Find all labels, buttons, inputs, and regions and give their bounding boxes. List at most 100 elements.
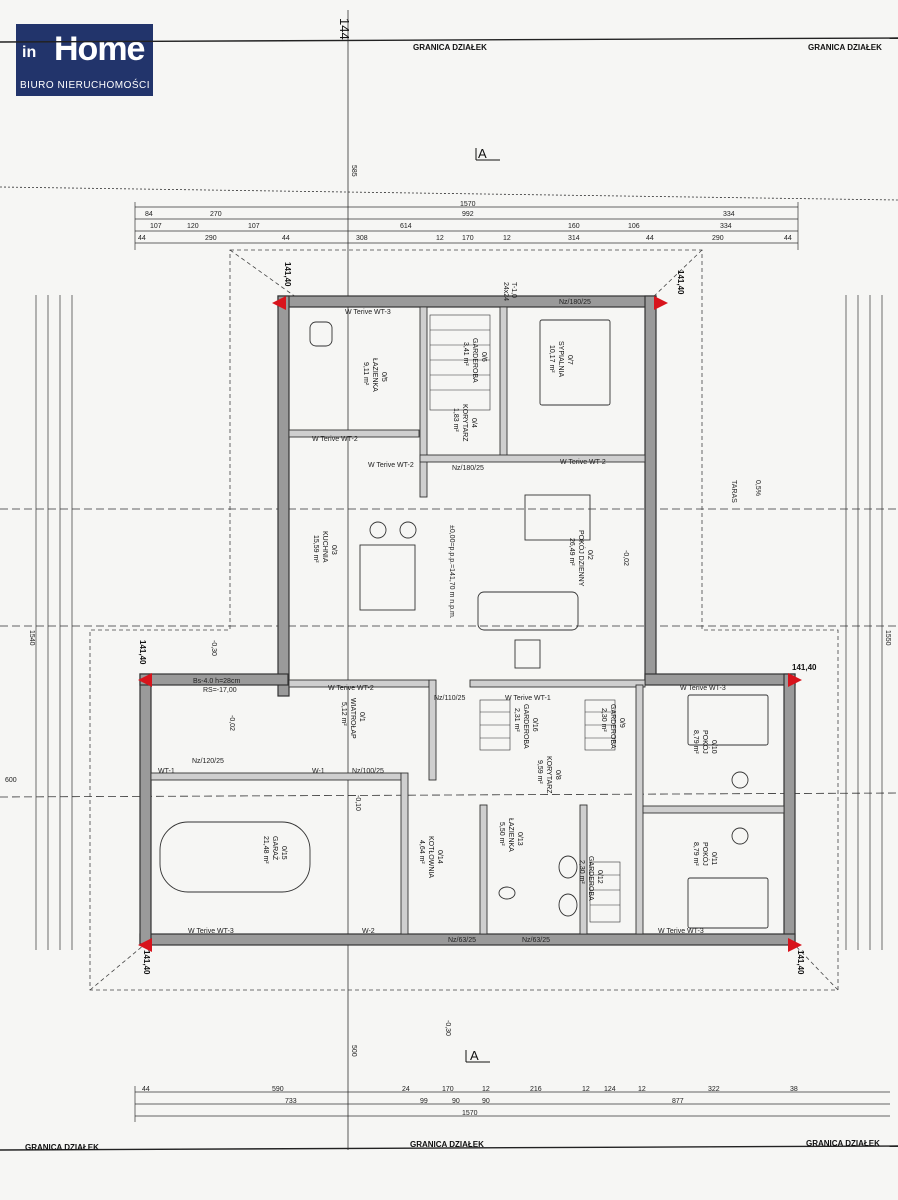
- dim: 90: [452, 1098, 460, 1105]
- level-entry: -0,10: [354, 795, 361, 811]
- logo-subtitle: BIURO NIERUCHOMOŚCI: [20, 80, 151, 91]
- room-0-7: 0/7 SYPIALNIA 10,17 m²: [548, 341, 573, 378]
- stair-label: RS=-17,00: [203, 687, 237, 694]
- room-id: 0/16: [531, 718, 538, 732]
- room-0-15: 0/15 GARAŻ 21,48 m²: [262, 836, 287, 864]
- wall-label: WT-1: [158, 768, 175, 775]
- room-name: POKÓJ: [701, 730, 710, 754]
- level-corner-tl: 141,40: [283, 262, 292, 287]
- level-corner-ml: 141,40: [138, 640, 147, 665]
- wall-label: W-2: [362, 928, 375, 935]
- dim: 170: [442, 1086, 454, 1093]
- logo-prefix: in: [22, 44, 37, 61]
- room-name: KOTŁOWNIA: [427, 836, 434, 878]
- dim: 12: [482, 1086, 490, 1093]
- dim: 44: [646, 235, 654, 242]
- dim: 44: [138, 235, 146, 242]
- room-area: 10,17 m²: [548, 345, 555, 373]
- dim: 322: [708, 1086, 720, 1093]
- room-id: 0/8: [554, 770, 561, 780]
- dimension-text-top-row2: 107 120 107 614 160 106 334: [150, 223, 732, 230]
- room-name: GARDEROBA: [522, 704, 529, 749]
- boundary-label-bl: GRANICA DZIAŁEK: [25, 1143, 99, 1152]
- dim: 216: [530, 1086, 542, 1093]
- dimension-text-top-row3: 44 290 44 308 12 170 12 314 44 290 44: [138, 235, 792, 242]
- dim: 270: [210, 211, 222, 218]
- window-label: Nz/63/25: [448, 937, 476, 944]
- terrace-label: TARAS: [730, 480, 737, 503]
- dim: 160: [568, 223, 580, 230]
- wall-label: W Terive WT-2: [328, 685, 374, 692]
- wall-label: W Terive WT-3: [658, 928, 704, 935]
- level-terrace: -0,02: [622, 550, 629, 566]
- company-logo: in Home BIURO NIERUCHOMOŚCI: [16, 24, 153, 96]
- room-id: 0/13: [516, 832, 523, 846]
- level-corner-bl: 141,40: [142, 950, 151, 975]
- room-name: GARDEROBA: [609, 704, 616, 749]
- dim: 334: [723, 211, 735, 218]
- dim: 24: [402, 1086, 410, 1093]
- dim: 334: [720, 223, 732, 230]
- dim-total: 1570: [462, 1110, 478, 1117]
- stair-label: T-1,0: [510, 282, 517, 298]
- stair-label: Bs-4.0 h=28cm: [193, 678, 240, 685]
- room-0-6: 0/6 GARDEROBA 3,41 m²: [462, 338, 487, 383]
- room-0-3: 0/3 KUCHNIA 15,59 m²: [312, 531, 337, 563]
- room-area: 3,41 m²: [462, 342, 469, 366]
- room-area: 2,31 m²: [513, 708, 520, 732]
- interior-walls: [150, 306, 785, 935]
- wall-label: W Terive WT-1: [505, 695, 551, 702]
- level-main: ±0,00=p.p.p.=141,70 m n.p.m.: [448, 525, 455, 619]
- dim: 733: [285, 1098, 297, 1105]
- room-name: GARDEROBA: [587, 856, 594, 901]
- dim: 12: [503, 235, 511, 242]
- dim-axis-bottom: 500: [350, 1045, 357, 1057]
- exterior-walls: [139, 295, 796, 946]
- dim: 44: [282, 235, 290, 242]
- room-name: POKÓJ: [701, 842, 710, 866]
- room-0-10: 0/10 POKÓJ 8,79 m²: [692, 730, 717, 754]
- boundary-label-tl: GRANICA DZIAŁEK: [413, 43, 487, 52]
- room-0-8: 0/8 KORYTARZ 9,59 m²: [536, 756, 561, 794]
- dim: 120: [187, 223, 199, 230]
- dim: 44: [784, 235, 792, 242]
- room-area: 21,48 m²: [262, 836, 269, 864]
- axis-lines: [0, 10, 898, 1150]
- dim: 38: [790, 1086, 798, 1093]
- room-0-5: 0/5 ŁAZIENKA 9,11 m²: [362, 358, 387, 392]
- window-label: Nz/110/25: [434, 695, 465, 702]
- room-0-12: 0/12 GARDEROBA 2,30 m²: [578, 856, 603, 901]
- wall-label: W-1: [312, 768, 325, 775]
- room-area: 8,79 m²: [692, 842, 699, 866]
- section-label-top: A: [478, 146, 487, 161]
- closet-hatching: [429, 314, 621, 923]
- room-0-2: 0/2 POKÓJ DZIENNY 26,49 m²: [568, 530, 593, 587]
- dim: 290: [205, 235, 217, 242]
- room-area: 2,30 m²: [600, 708, 607, 732]
- window-label: Nz/180/25: [559, 299, 591, 306]
- room-id: 0/9: [618, 718, 625, 728]
- dim-vertical-right: 1550: [884, 630, 891, 646]
- dim: 614: [400, 223, 412, 230]
- room-name: POKÓJ DZIENNY: [577, 530, 586, 587]
- room-id: 0/12: [596, 870, 603, 884]
- room-name: ŁAZIENKA: [507, 818, 514, 852]
- room-area: 1,83 m²: [452, 408, 459, 432]
- window-label: Nz/120/25: [192, 758, 224, 765]
- room-area: 26,49 m²: [568, 538, 575, 566]
- window-labels: Nz/180/25 Nz/180/25 Nz/110/25 Nz/100/25 …: [192, 299, 591, 944]
- room-area: 9,11 m²: [362, 362, 369, 386]
- level-south: -0,30: [444, 1020, 451, 1036]
- dimension-text-top-row1: 84 270 992 334 1570: [145, 201, 735, 218]
- room-name: KUCHNIA: [321, 531, 328, 563]
- dim: 84: [145, 211, 153, 218]
- room-labels: 0/5 ŁAZIENKA 9,11 m² 0/6 GARDEROBA 3,41 …: [262, 338, 717, 901]
- section-label-bottom: A: [470, 1048, 479, 1063]
- room-0-1: 0/1 WIATROŁAP 5,12 m²: [340, 698, 365, 739]
- room-id: 0/7: [566, 355, 573, 365]
- window-label: Nz/100/25: [352, 768, 384, 775]
- stair-label: 24x24: [502, 282, 509, 301]
- boundary-lines: [0, 37, 898, 1151]
- room-area: 15,59 m²: [312, 535, 319, 563]
